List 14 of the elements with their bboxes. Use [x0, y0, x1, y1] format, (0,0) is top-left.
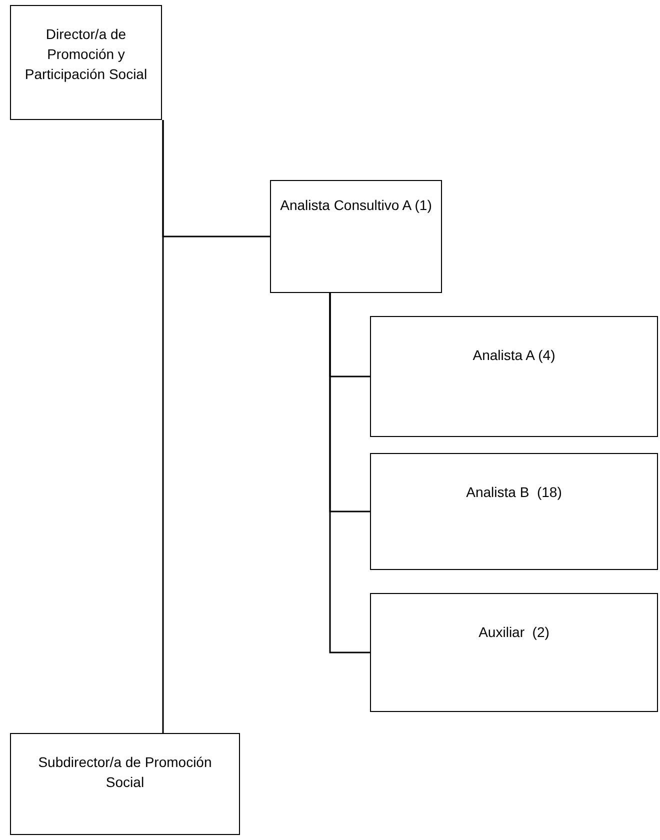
position-box: [270, 180, 442, 293]
position-box: [370, 453, 658, 570]
connector-line: [162, 120, 164, 733]
position-title: Subdirector/a de Promoción Social: [37, 753, 213, 792]
position-box: [370, 593, 658, 712]
position-box: [10, 5, 162, 120]
position-title: Analista A (4): [472, 346, 556, 365]
position-box: [10, 733, 240, 835]
position-title: Analista B (18): [465, 483, 563, 502]
connector-line: [329, 293, 370, 654]
position-title: Analista Consultivo A (1): [279, 196, 433, 215]
position-title: Director/a de Promoción y Participación Social: [24, 25, 148, 84]
position-title: Auxiliar (2): [478, 623, 550, 642]
position-box: [370, 316, 658, 437]
